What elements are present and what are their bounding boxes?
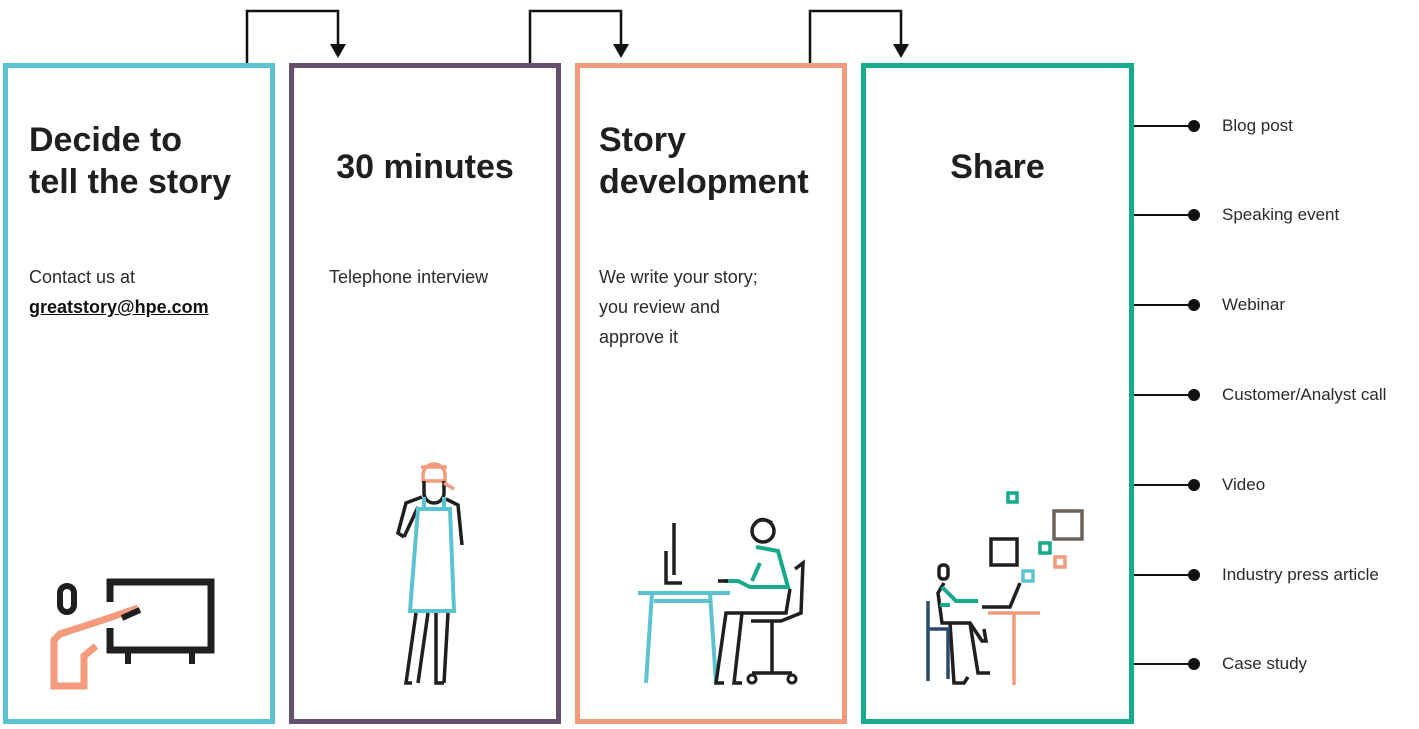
step-title-interview: 30 minutes xyxy=(336,148,514,186)
person-on-phone-icon xyxy=(395,462,464,685)
output-connectors xyxy=(1134,120,1200,670)
output-label: Case study xyxy=(1222,654,1308,673)
person-sharing-icon xyxy=(926,491,1084,685)
step-title-decide: Decide to tell the story xyxy=(29,121,232,201)
step-card-development: Story development We write your story; y… xyxy=(575,63,847,724)
output-label: Blog post xyxy=(1222,116,1293,135)
output-label: Webinar xyxy=(1222,295,1285,314)
connector-arrow-3 xyxy=(808,9,903,63)
arrowhead-1 xyxy=(330,44,346,58)
step-body-decide: Contact us at greatstory@hpe.com xyxy=(29,262,269,322)
output-label: Customer/Analyst call xyxy=(1222,385,1387,404)
output-label: Industry press article xyxy=(1222,565,1379,584)
step-body-interview: Telephone interview xyxy=(329,267,489,287)
step-body-development: We write your story; you review and appr… xyxy=(599,267,758,347)
connector-arrows xyxy=(245,9,909,63)
connector-arrow-2 xyxy=(528,9,623,63)
email-link[interactable]: greatstory@hpe.com xyxy=(29,297,209,317)
step-card-interview: 30 minutes Telephone interview xyxy=(289,63,561,724)
person-at-desk-icon xyxy=(638,517,805,685)
arrowhead-3 xyxy=(893,44,909,58)
output-label: Video xyxy=(1222,475,1266,494)
step-card-decide: Decide to tell the story Contact us at g… xyxy=(3,63,275,724)
output-label: Speaking event xyxy=(1222,205,1340,224)
step-card-share: Share xyxy=(861,63,1134,724)
step-title-development: Story development xyxy=(599,121,809,201)
connector-arrow-1 xyxy=(245,9,340,63)
person-at-whiteboard-icon xyxy=(50,578,215,690)
step-title-share: Share xyxy=(950,148,1045,186)
arrowhead-2 xyxy=(613,44,629,58)
